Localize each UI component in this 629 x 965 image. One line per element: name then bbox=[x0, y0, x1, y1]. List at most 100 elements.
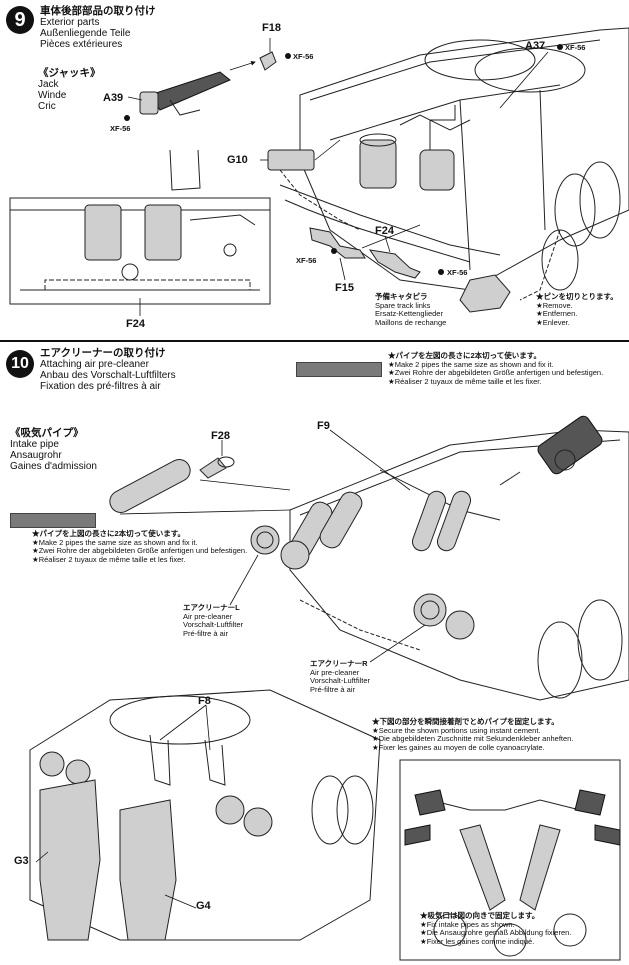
g10-part bbox=[267, 149, 315, 171]
step-9-title-jp: 車体後部部品の取り付け bbox=[40, 5, 156, 17]
cement-note-de: ★Die abgebildeten Zuschnitte mit Sekunde… bbox=[372, 734, 574, 744]
cleaner-l-en: Air pre-cleaner bbox=[183, 611, 233, 621]
fix-note-en: ★Fix intake pipes as shown. bbox=[420, 919, 515, 929]
fix-note: ★吸気口は図の向きで固定します。 ★Fix intake pipes as sh… bbox=[420, 911, 625, 946]
jack-caption-fr: Cric bbox=[38, 101, 56, 112]
step-9-title-en: Exterior parts bbox=[40, 17, 100, 28]
pipe-closeup-drawing bbox=[399, 759, 621, 961]
step-9-title: 車体後部部品の取り付け Exterior parts Außenliegende… bbox=[40, 5, 260, 51]
pin-note-fr: ★Enlever. bbox=[536, 317, 570, 327]
part-g4-label: G4 bbox=[196, 900, 211, 912]
part-g10-label: G10 bbox=[227, 154, 248, 166]
pipe-note-left-jp: ★パイプを上図の長さに2本切って使います。 bbox=[32, 529, 186, 538]
jack-caption-en: Jack bbox=[38, 79, 59, 90]
part-g3-label: G3 bbox=[14, 855, 29, 867]
pipe-note-left-de: ★Zwei Rohre der abgebildeten Größe anfer… bbox=[32, 546, 248, 556]
pipe-note-top-en: ★Make 2 pipes the same size as shown and… bbox=[388, 359, 554, 369]
cleaner-r-en: Air pre-cleaner bbox=[310, 667, 360, 677]
step-10-illustration bbox=[29, 415, 629, 961]
intake-pipe-drawing bbox=[109, 456, 235, 513]
step-9-badge: 9 bbox=[6, 6, 34, 34]
intake-caption-en: Intake pipe bbox=[10, 439, 59, 450]
fix-note-de: ★Die Ansaugrohre gemäß Abbildung fixiere… bbox=[420, 928, 572, 938]
fix-note-jp: ★吸気口は図の向きで固定します。 bbox=[420, 911, 540, 920]
step-9-illustration bbox=[9, 27, 629, 316]
step-9-title-de: Außenliegende Teile bbox=[40, 28, 131, 39]
lead-a39 bbox=[127, 96, 143, 101]
lead-cleaner-r bbox=[369, 624, 426, 663]
step-10-title-de: Anbau des Vorschalt-Luftfilters bbox=[40, 370, 176, 381]
part-f28-label: F28 bbox=[211, 430, 230, 442]
lead-a37 bbox=[499, 51, 549, 109]
intake-caption-fr: Gaines d'admission bbox=[10, 461, 97, 472]
paint-xf56-5: XF-56 bbox=[447, 268, 468, 277]
engine-deck-drawing bbox=[250, 415, 629, 701]
part-f8-label: F8 bbox=[198, 695, 211, 707]
part-f15-label: F15 bbox=[335, 282, 354, 294]
lead-g4 bbox=[164, 894, 197, 909]
cement-note-en: ★Secure the shown portions using instant… bbox=[372, 725, 541, 735]
pipe-note-top-de: ★Zwei Rohre der abgebildeten Größe anfer… bbox=[388, 368, 604, 378]
cleaner-r-caption: エアクリーナーR Air pre-cleaner Vorschalt-Luftf… bbox=[310, 659, 420, 694]
spare-track-fr: Maillons de rechange bbox=[375, 317, 447, 327]
cement-note-jp: ★下図の部分を瞬間接着剤でとめパイプを固定します。 bbox=[372, 717, 559, 726]
rear-plate-drawing bbox=[9, 149, 271, 305]
step-9-title-fr: Pièces extérieures bbox=[40, 39, 123, 50]
pin-note-en: ★Remove. bbox=[536, 300, 573, 310]
lead-arrow-track bbox=[361, 224, 421, 249]
cement-note-fr: ★Fixer les gaines au moyen de colle cyan… bbox=[372, 742, 545, 752]
lead-f8b bbox=[205, 704, 211, 751]
spare-track-caption: 予備キャタピラ Spare track links Ersatz-Ketteng… bbox=[375, 292, 475, 327]
pipe-note-left-fr: ★Réaliser 2 tuyaux de même taille et les… bbox=[32, 554, 186, 564]
spare-track-en: Spare track links bbox=[375, 300, 431, 310]
part-f9-label: F9 bbox=[317, 420, 330, 432]
intake-caption-jp: 《吸気パイプ》 bbox=[10, 427, 84, 439]
part-f18-label: F18 bbox=[262, 22, 281, 34]
spare-track-de: Ersatz-Kettenglieder bbox=[375, 309, 443, 319]
paint-xf56-2: XF-56 bbox=[565, 43, 586, 52]
lead-f8 bbox=[159, 704, 207, 741]
lead-pipe-arrow-2 bbox=[119, 509, 291, 515]
pipe-note-left: ★パイプを上図の長さに2本切って使います。 ★Make 2 pipes the … bbox=[32, 529, 267, 564]
cleaner-r-de: Vorschalt-Luftfilter bbox=[310, 676, 371, 686]
step-10-title-en: Attaching air pre-cleaner bbox=[40, 359, 149, 370]
intake-caption-de: Ansaugrohr bbox=[10, 450, 62, 461]
lead-g3 bbox=[35, 851, 49, 863]
hull-rear-drawing bbox=[279, 27, 629, 301]
cleaner-l-de: Vorschalt-Luftfilter bbox=[183, 620, 244, 630]
jack-caption-de: Winde bbox=[38, 90, 67, 101]
section-divider bbox=[0, 340, 629, 342]
step-10-title-jp: エアクリーナーの取り付け bbox=[40, 347, 166, 359]
part-a39-label: A39 bbox=[103, 92, 124, 104]
jack-drawing bbox=[139, 51, 277, 116]
spare-track-drawing bbox=[309, 227, 511, 313]
cleaner-l-jp: エアクリーナーL bbox=[183, 603, 240, 612]
cleaner-r-jp: エアクリーナーR bbox=[310, 659, 368, 668]
pipe-note-top-jp: ★パイプを左図の長さに2本切って使います。 bbox=[388, 351, 542, 360]
part-a37-label: A37 bbox=[525, 40, 546, 52]
step-10-title: エアクリーナーの取り付け Attaching air pre-cleaner A… bbox=[40, 347, 260, 393]
part-f24-label-a: F24 bbox=[126, 318, 145, 330]
cleaner-l-fr: Pré-filtre à air bbox=[183, 628, 229, 638]
pipe-length-swatch-left bbox=[10, 513, 96, 528]
lead-pipe-arrow-1 bbox=[199, 479, 291, 491]
intake-caption: 《吸気パイプ》 Intake pipe Ansaugrohr Gaines d'… bbox=[10, 427, 130, 473]
pipe-note-top: ★パイプを左図の長さに2本切って使います。 ★Make 2 pipes the … bbox=[388, 351, 623, 386]
jack-caption: 《ジャッキ》 Jack Winde Cric bbox=[38, 67, 128, 113]
lead-arrow-jack bbox=[229, 60, 256, 71]
lead-f15 bbox=[339, 257, 346, 281]
jack-caption-jp: 《ジャッキ》 bbox=[38, 67, 101, 79]
step-10-badge: 10 bbox=[6, 350, 34, 378]
lead-f9 bbox=[329, 429, 411, 491]
pin-note-de: ★Entfernen. bbox=[536, 309, 578, 319]
cleaner-r-fr: Pré-filtre à air bbox=[310, 684, 356, 694]
pin-note-jp: ★ピンを切りとります。 bbox=[536, 292, 618, 301]
cleaner-l-caption: エアクリーナーL Air pre-cleaner Vorschalt-Luftf… bbox=[183, 603, 293, 638]
step-10-title-fr: Fixation des pré-filtres à air bbox=[40, 381, 161, 392]
fix-note-fr: ★Fixer les gaines comme indiqué. bbox=[420, 936, 535, 946]
pipe-length-swatch-top bbox=[296, 362, 382, 377]
pipe-note-top-fr: ★Réaliser 2 tuyaux de même taille et les… bbox=[388, 376, 542, 386]
pipe-note-left-en: ★Make 2 pipes the same size as shown and… bbox=[32, 537, 198, 547]
part-f24-label-b: F24 bbox=[375, 225, 394, 237]
lead-arrow-g10 bbox=[314, 139, 341, 161]
